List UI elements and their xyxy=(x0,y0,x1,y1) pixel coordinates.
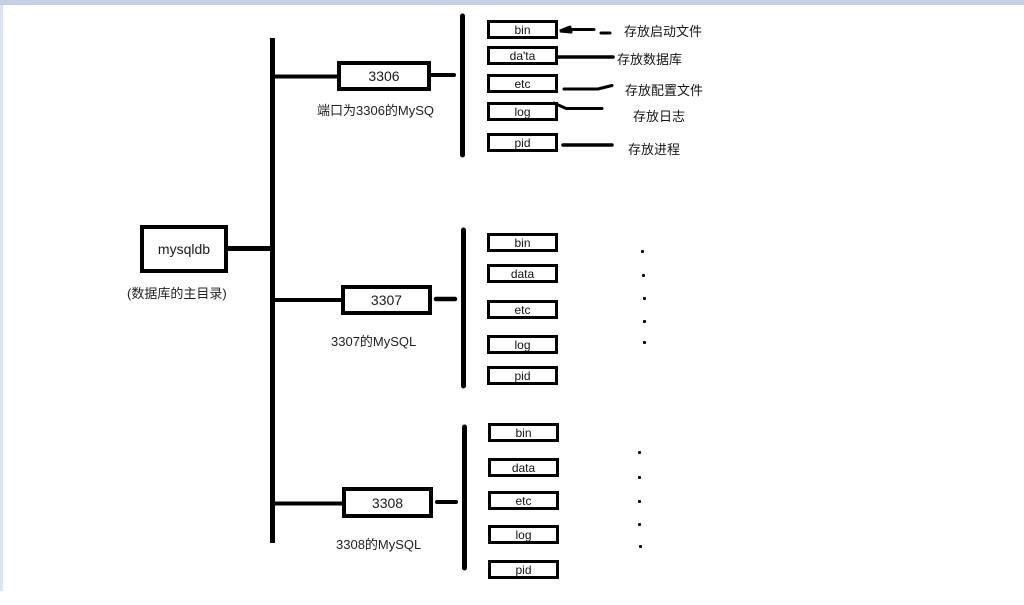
dir-label: pid xyxy=(514,368,531,383)
dir-box-3307-log: log xyxy=(487,335,558,354)
node-3307-caption: 3307的MySQL xyxy=(331,334,417,349)
node-3306: 3306 xyxy=(337,61,431,91)
note-etc: 存放配置文件 xyxy=(625,83,704,98)
window-top-border xyxy=(0,0,1024,5)
dir-label: data xyxy=(511,460,536,475)
dir-box-3307-etc: etc xyxy=(487,300,558,319)
dir-label: log xyxy=(514,337,531,352)
root-node-mysqldb: mysqldb xyxy=(140,225,228,273)
ellipsis-dot xyxy=(642,274,645,277)
dir-box-3308-pid: pid xyxy=(488,560,559,579)
ellipsis-dot xyxy=(638,476,641,479)
dir-label: log xyxy=(514,104,531,119)
ellipsis-dot xyxy=(639,545,642,548)
note-log: 存放日志 xyxy=(633,109,686,124)
dir-label: etc xyxy=(514,76,531,91)
dir-box-3307-bin: bin xyxy=(487,233,558,252)
dir-label: bin xyxy=(515,425,532,440)
dir-box-3308-bin: bin xyxy=(488,423,559,442)
ellipsis-dot xyxy=(638,451,641,454)
dir-box-3307-pid: pid xyxy=(487,366,558,385)
dir-box-3306-data: da'ta xyxy=(487,46,558,65)
node-3308-caption: 3308的MySQL xyxy=(336,537,422,552)
dir-label: bin xyxy=(514,235,531,250)
note-pid: 存放进程 xyxy=(628,142,681,157)
dir-label: etc xyxy=(514,302,531,317)
root-node-caption: (数据库的主目录) xyxy=(127,286,227,301)
note-line-bin xyxy=(559,25,612,35)
dir-box-3308-data: data xyxy=(488,458,559,477)
dir-box-3307-data: data xyxy=(487,264,558,283)
root-node-label: mysqldb xyxy=(157,241,211,257)
dir-label: pid xyxy=(515,562,532,577)
ellipsis-dot xyxy=(643,297,646,300)
dir-box-3306-bin: bin xyxy=(487,20,558,39)
dir-label: da'ta xyxy=(509,48,536,63)
note-data: 存放数据库 xyxy=(617,52,683,67)
ellipsis-dot xyxy=(641,250,644,253)
ellipsis-dot xyxy=(643,320,646,323)
dir-label: log xyxy=(515,527,532,542)
note-line-log xyxy=(552,101,604,110)
ellipsis-dot xyxy=(638,500,641,503)
dir-label: data xyxy=(510,266,535,281)
node-3307: 3307 xyxy=(341,285,432,315)
node-3308-label: 3308 xyxy=(371,494,404,511)
dir-label: pid xyxy=(514,135,531,150)
note-line-etc xyxy=(562,84,614,91)
dir-box-3306-log: log xyxy=(487,102,558,121)
node-3306-label: 3306 xyxy=(368,68,400,84)
dir-box-3306-pid: pid xyxy=(487,133,558,152)
dir-label: bin xyxy=(514,22,531,37)
ellipsis-dot xyxy=(643,341,646,344)
window-left-border xyxy=(0,5,3,591)
dir-label: etc xyxy=(515,493,532,508)
node-3307-label: 3307 xyxy=(370,292,403,308)
note-bin: 存放启动文件 xyxy=(624,24,703,39)
ellipsis-dot xyxy=(638,523,641,526)
dir-box-3306-etc: etc xyxy=(487,74,558,93)
dir-box-3308-log: log xyxy=(488,525,559,544)
node-3306-caption: 端口为3306的MySQ xyxy=(317,103,435,118)
node-3308: 3308 xyxy=(342,487,433,518)
dir-box-3308-etc: etc xyxy=(488,491,559,510)
